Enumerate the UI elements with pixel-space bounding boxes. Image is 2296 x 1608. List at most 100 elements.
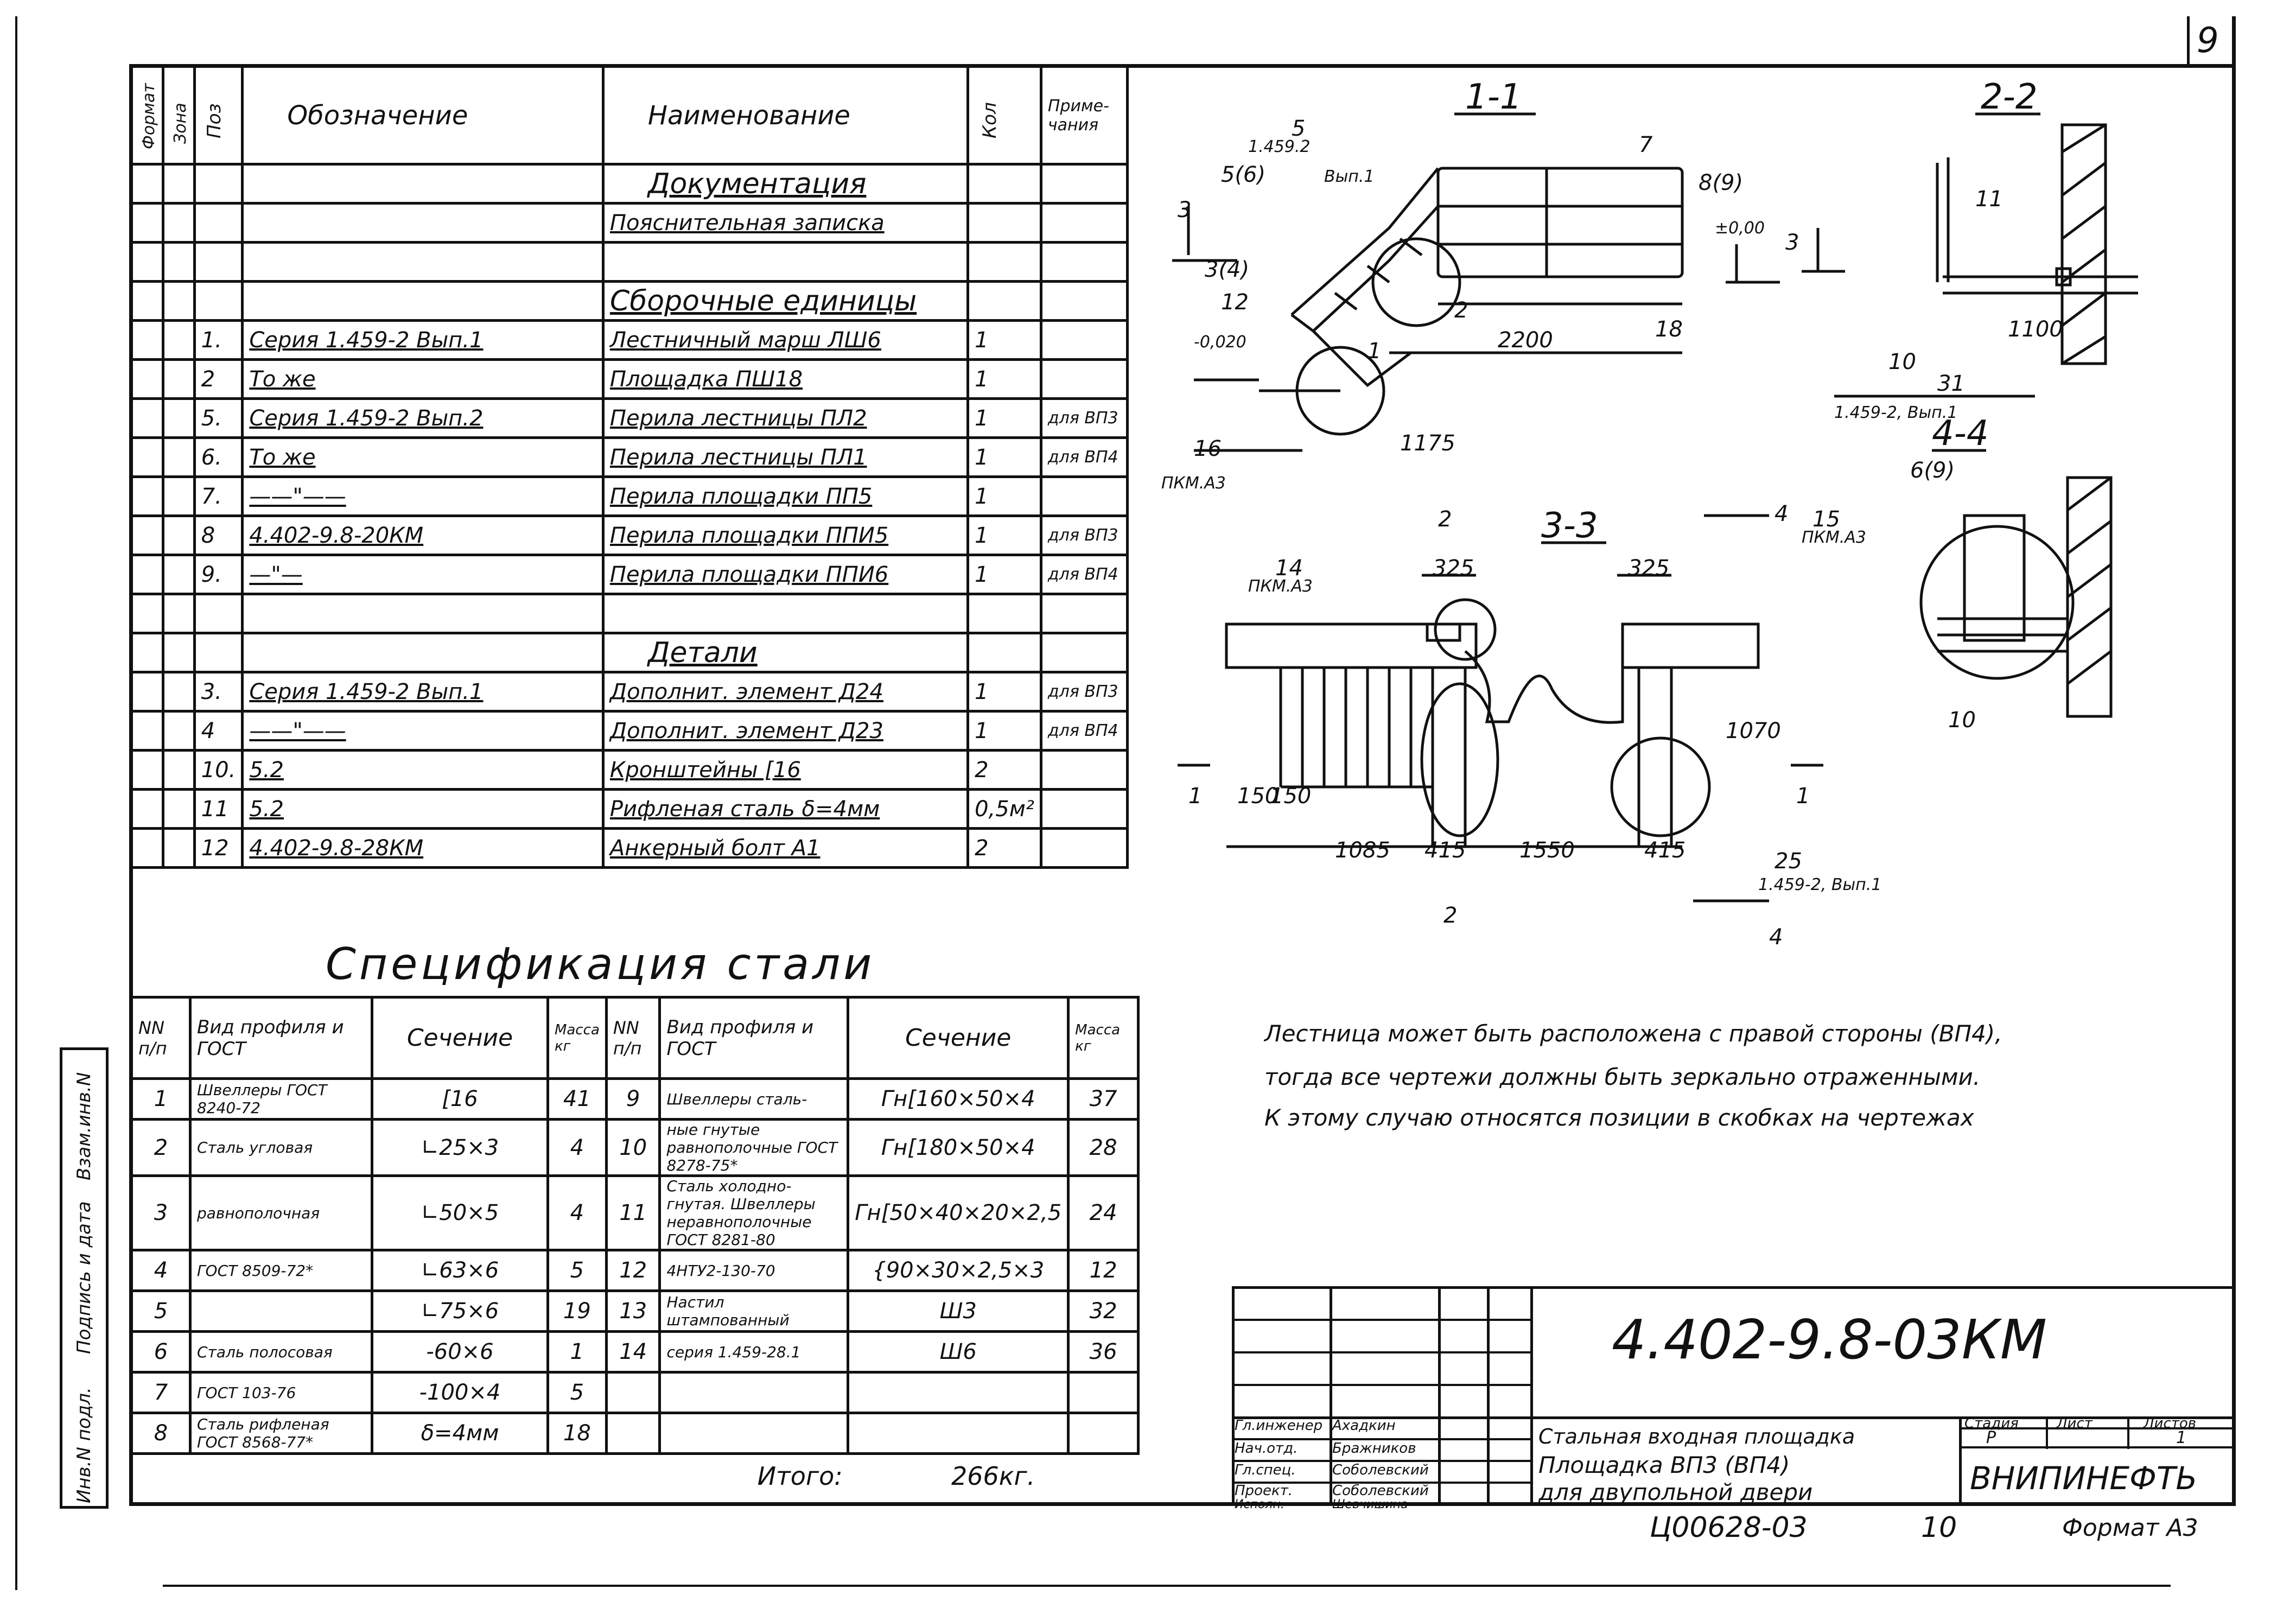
steel-cell-mass-left: 4 (546, 1174, 608, 1251)
steel-cell-nn-left: 5 (130, 1289, 192, 1333)
spec-cell-format (130, 358, 164, 400)
spec-cell-name: Дополнит. элемент Д23 (601, 710, 970, 752)
staff-role-1: Нач.отд. (1235, 1440, 1298, 1457)
steel-total-value: 266кг. (848, 1452, 1139, 1497)
drawing-label: 1.459-2, Вып.1 (1758, 875, 1881, 894)
drawing-label: 1085 (1335, 838, 1390, 863)
spec-cell-name: Площадка ПШ18 (601, 358, 970, 400)
document-code: 4.402-9.8-03КМ (1612, 1308, 2047, 1371)
spec-cell-pos: 8 (193, 514, 244, 556)
steel-cell-mass-left: 19 (546, 1289, 608, 1333)
steel-cell-section-left: ∟63×6 (371, 1249, 549, 1292)
spec-cell-pos (193, 202, 244, 244)
spec-cell-designation (241, 241, 605, 283)
steel-cell-profile-left: Сталь угловая (188, 1118, 374, 1177)
spec-cell-format (130, 749, 164, 791)
spec-cell-zone (161, 632, 196, 673)
spec-cell-pos: 12 (193, 827, 244, 869)
spec-cell-designation: То же (241, 358, 605, 400)
sheet-number: 9 (2197, 21, 2219, 61)
spec-cell-name: Перила площадки ППИ5 (601, 514, 970, 556)
staff-name-4: Шевчишина (1332, 1498, 1408, 1511)
drawing-label: 3(4) (1205, 257, 1249, 282)
header-zone: Зона (161, 65, 196, 166)
spec-row (130, 593, 1129, 634)
steel-cell-profile-left: ГОСТ 103-76 (188, 1371, 374, 1414)
format-label: Формат А3 (2062, 1514, 2198, 1542)
drawing-label: 3 (1178, 198, 1191, 223)
spec-cell-qty: 1 (966, 514, 1042, 556)
spec-cell-format (130, 163, 164, 205)
spec-cell-pos: 3. (193, 671, 244, 713)
drawing-label: 1.459-2, Вып.1 (1834, 403, 1957, 422)
spec-cell-format (130, 280, 164, 322)
spec-cell-format (130, 514, 164, 556)
spec-cell-zone (161, 475, 196, 517)
spec-cell-pos (193, 593, 244, 634)
staff-name-2: Соболевский (1332, 1462, 1429, 1478)
steel-header-section-left: Сечение (371, 996, 549, 1080)
spec-cell-designation: 4.402-9.8-20КМ (241, 514, 605, 556)
steel-header-mass-right: Масса кг (1067, 996, 1140, 1080)
spec-cell-pos: 9. (193, 554, 244, 595)
spec-cell-name (601, 241, 970, 283)
spec-cell-name: Перила лестницы ПЛ1 (601, 436, 970, 478)
spec-cell-designation: —"— (241, 554, 605, 595)
drawing-label: 14 (1275, 556, 1303, 581)
drawing-label: ПКМ.А3 (1248, 577, 1313, 596)
drawing-label: 2 (1443, 903, 1457, 928)
steel-cell-section-left: -60×6 (371, 1330, 549, 1374)
spec-cell-note (1039, 163, 1129, 205)
spec-cell-pos: 7. (193, 475, 244, 517)
spec-cell-note: для ВП3 (1039, 514, 1129, 556)
spec-cell-note (1039, 202, 1129, 244)
spec-row: Детали (130, 632, 1129, 673)
spec-cell-zone (161, 163, 196, 205)
steel-cell-profile-left: ГОСТ 8509-72* (188, 1249, 374, 1292)
spec-cell-note (1039, 827, 1129, 869)
spec-cell-qty: 1 (966, 671, 1042, 713)
steel-cell-mass-left: 41 (546, 1077, 608, 1121)
steel-cell-profile-right (658, 1412, 850, 1455)
spec-cell-designation: ——"—— (241, 710, 605, 752)
steel-cell-section-left: ∟25×3 (371, 1118, 549, 1177)
note-line-2: тогда все чертежи должны быть зеркально … (1264, 1064, 1981, 1090)
header-format: Формат (130, 65, 164, 166)
note-line-3: К этому случаю относятся позиции в скобк… (1264, 1104, 1974, 1131)
spec-cell-zone (161, 514, 196, 556)
spec-cell-name: Рифленая сталь δ=4мм (601, 788, 970, 830)
spec-cell-note (1039, 319, 1129, 361)
steel-cell-section-right: Гн[50×40×20×2,5 (847, 1174, 1070, 1251)
spec-cell-format (130, 397, 164, 439)
spec-cell-designation: 5.2 (241, 788, 605, 830)
spec-cell-note: для ВП3 (1039, 671, 1129, 713)
drawing-label: 415 (1424, 838, 1466, 863)
steel-cell-profile-left: Швеллеры ГОСТ 8240-72 (188, 1077, 374, 1121)
spec-cell-note (1039, 593, 1129, 634)
drawing-label: 10 (1948, 708, 1976, 733)
steel-cell-nn-left: 8 (130, 1412, 192, 1455)
spec-cell-qty: 2 (966, 827, 1042, 869)
spec-cell-pos: 2 (193, 358, 244, 400)
spec-cell-format (130, 788, 164, 830)
steel-cell-mass-right: 37 (1067, 1077, 1140, 1121)
spec-cell-format (130, 241, 164, 283)
spec-cell-zone (161, 749, 196, 791)
drawing-label: 1175 (1400, 431, 1455, 456)
steel-cell-profile-right: 4НТУ2-130-70 (658, 1249, 850, 1292)
page-number: 10 (1921, 1511, 1957, 1544)
steel-cell-profile-right (658, 1371, 850, 1414)
spec-cell-designation: Серия 1.459-2 Вып.1 (241, 319, 605, 361)
steel-cell-profile-left: Сталь рифленая ГОСТ 8568-77* (188, 1412, 374, 1455)
spec-cell-format (130, 710, 164, 752)
spec-cell-qty (966, 163, 1042, 205)
frame-top (129, 64, 2235, 68)
steel-cell-profile-left (188, 1289, 374, 1333)
staff-role-4: Исполн. (1235, 1498, 1284, 1511)
